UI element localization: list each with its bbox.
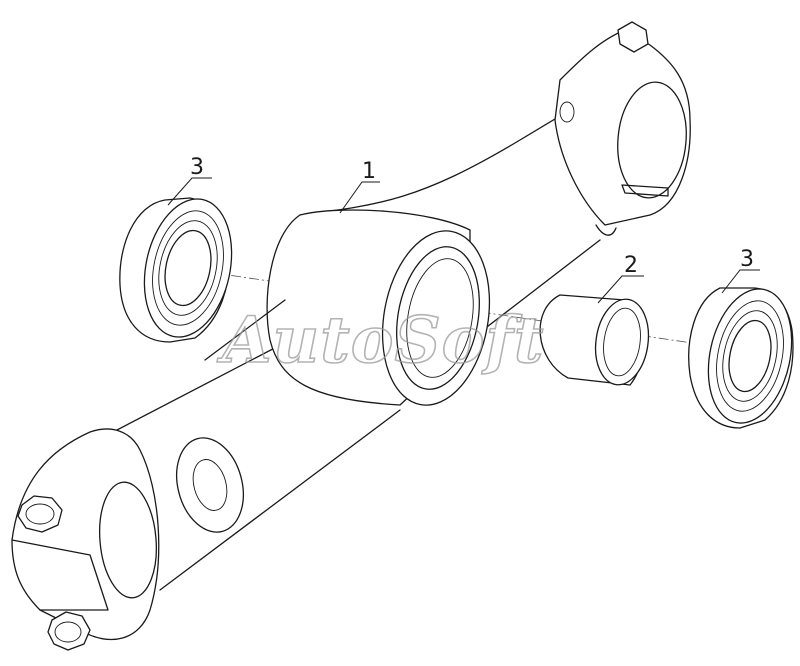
callout-label: 1 — [362, 159, 376, 184]
watermark-text: AutoSoft — [217, 303, 544, 378]
callout-label: 2 — [624, 253, 638, 278]
callout-arm: 1 — [339, 159, 380, 214]
callout-label: 3 — [740, 247, 754, 272]
callout-sleeve: 2 — [597, 253, 644, 304]
bolt-top-left — [17, 495, 63, 533]
bolt-bottom-left — [47, 611, 91, 651]
bearing-right-part-3 — [688, 287, 794, 429]
bearing-left-part-3 — [119, 197, 233, 343]
sleeve-part-2 — [539, 294, 650, 386]
callout-label: 3 — [190, 155, 204, 180]
callout-bearing-right: 3 — [721, 247, 760, 294]
arm-part-1 — [11, 21, 691, 651]
callout-bearing-left: 3 — [167, 155, 212, 206]
